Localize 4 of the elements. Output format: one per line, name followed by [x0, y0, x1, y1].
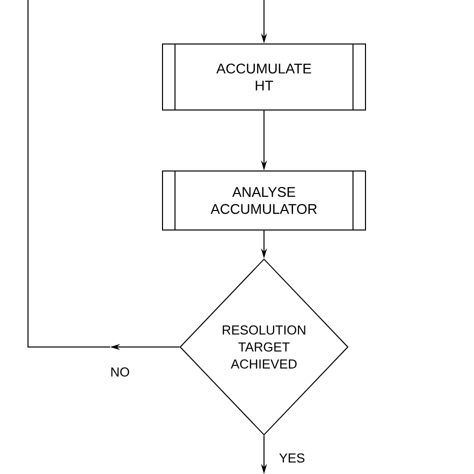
- process-box: ANALYSE ACCUMULATOR: [162, 170, 366, 231]
- process-box: ACCUMULATE HT: [162, 43, 366, 111]
- edge-label: YES: [278, 452, 306, 464]
- edge-label: NO: [109, 366, 131, 378]
